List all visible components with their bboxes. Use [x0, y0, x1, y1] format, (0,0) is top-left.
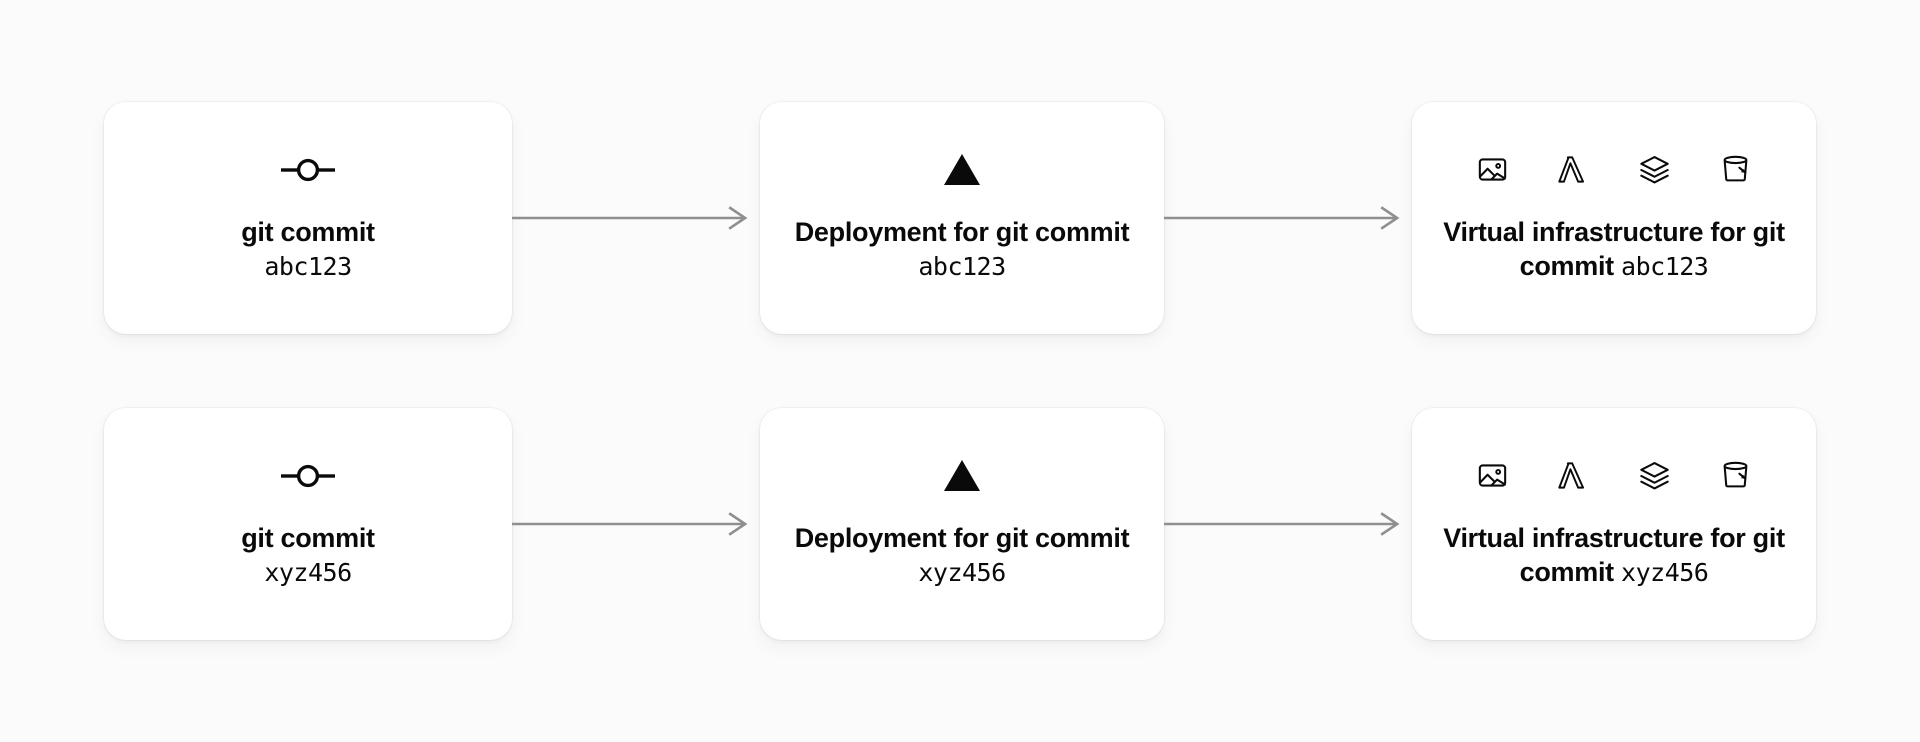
- virtual-infrastructure-card[interactable]: Virtual infrastructure for git commit ab…: [1412, 102, 1816, 334]
- layers-icon: [1640, 462, 1669, 490]
- commit-hash: xyz456: [1621, 558, 1709, 587]
- git-commit-card[interactable]: git commit abc123: [104, 102, 512, 334]
- card-title-text: git commit: [241, 216, 375, 247]
- flow-arrow: [1164, 206, 1412, 230]
- git-commit-card[interactable]: git commit xyz456: [104, 408, 512, 640]
- card-icon-group: [943, 153, 981, 187]
- virtual-infrastructure-card[interactable]: Virtual infrastructure for git commit xy…: [1412, 408, 1816, 640]
- card-title: Virtual infrastructure for git commit xy…: [1438, 521, 1790, 589]
- commit-hash: abc123: [918, 252, 1006, 281]
- card-icon-group: [943, 459, 981, 493]
- card-icon-group: [1477, 153, 1751, 187]
- card-title-text: Deployment for git commit: [794, 216, 1130, 247]
- card-icon-group: [280, 459, 336, 493]
- card-title-text: Virtual infrastructure for git commit: [1443, 522, 1785, 587]
- card-title: Virtual infrastructure for git commit ab…: [1438, 215, 1790, 283]
- flow-arrow: [512, 206, 760, 230]
- card-title: git commit abc123: [241, 215, 375, 283]
- image-icon: [1478, 158, 1507, 182]
- vercel-triangle-icon: [944, 460, 980, 492]
- lambda-icon: [1558, 462, 1585, 490]
- card-title-text: Virtual infrastructure for git commit: [1443, 216, 1785, 281]
- lambda-icon: [1558, 156, 1585, 184]
- deployment-card[interactable]: Deployment for git commit abc123: [760, 102, 1164, 334]
- arrow-icon: [512, 512, 760, 536]
- deployment-card[interactable]: Deployment for git commit xyz456: [760, 408, 1164, 640]
- arrow-icon: [512, 206, 760, 230]
- commit-hash: xyz456: [918, 558, 1006, 587]
- image-icon: [1478, 464, 1507, 488]
- card-title-text: git commit: [241, 522, 375, 553]
- bucket-icon: [1723, 156, 1748, 182]
- flow-arrow: [1164, 512, 1412, 536]
- commit-hash: abc123: [264, 252, 352, 281]
- flow-arrow: [512, 512, 760, 536]
- card-icon-group: [1477, 459, 1751, 493]
- pipeline-row: git commit xyz456 Deployment for git com…: [104, 408, 1816, 640]
- layers-icon: [1640, 156, 1669, 184]
- card-title: git commit xyz456: [241, 521, 375, 589]
- commit-hash: xyz456: [264, 558, 352, 587]
- arrow-icon: [1164, 206, 1412, 230]
- arrow-icon: [1164, 512, 1412, 536]
- card-title-text: Deployment for git commit: [794, 522, 1130, 553]
- card-icon-group: [280, 153, 336, 187]
- card-title: Deployment for git commit abc123: [786, 215, 1138, 283]
- bucket-icon: [1723, 462, 1748, 488]
- commit-hash: abc123: [1621, 252, 1709, 281]
- git-commit-icon: [281, 464, 335, 488]
- card-title: Deployment for git commit xyz456: [786, 521, 1138, 589]
- git-commit-icon: [281, 158, 335, 182]
- pipeline-row: git commit abc123 Deployment for git com…: [104, 102, 1816, 334]
- vercel-triangle-icon: [944, 154, 980, 186]
